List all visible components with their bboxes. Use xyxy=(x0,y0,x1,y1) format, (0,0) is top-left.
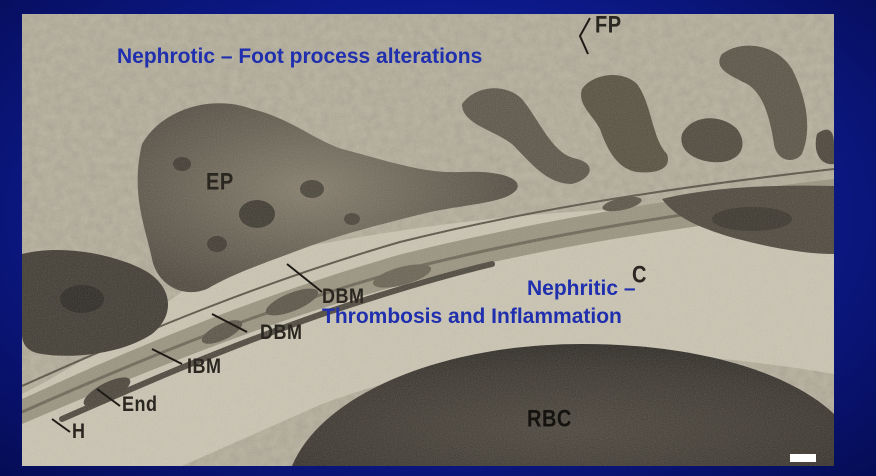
scale-bar xyxy=(790,454,816,462)
caption-nephritic-line1: Nephritic – xyxy=(527,277,636,300)
micrograph-drawing xyxy=(22,14,834,466)
label-fp: FP xyxy=(595,14,622,39)
label-end: End xyxy=(122,392,158,416)
caption-nephritic-line2: Thrombosis and Inflammation xyxy=(322,305,622,328)
label-dbm: DBM xyxy=(260,320,303,344)
electron-micrograph: FP EP C DBM DBM IBM End H RBC xyxy=(22,14,834,466)
label-ibm: IBM xyxy=(187,354,222,378)
pointer-lines xyxy=(51,17,591,433)
caption-nephrotic: Nephrotic – Foot process alterations xyxy=(117,45,483,68)
label-ep: EP xyxy=(206,169,234,196)
label-h: H xyxy=(72,419,86,443)
label-rbc: RBC xyxy=(527,406,572,433)
label-outer-bm: DBM xyxy=(322,284,365,308)
label-c: C xyxy=(632,262,647,289)
